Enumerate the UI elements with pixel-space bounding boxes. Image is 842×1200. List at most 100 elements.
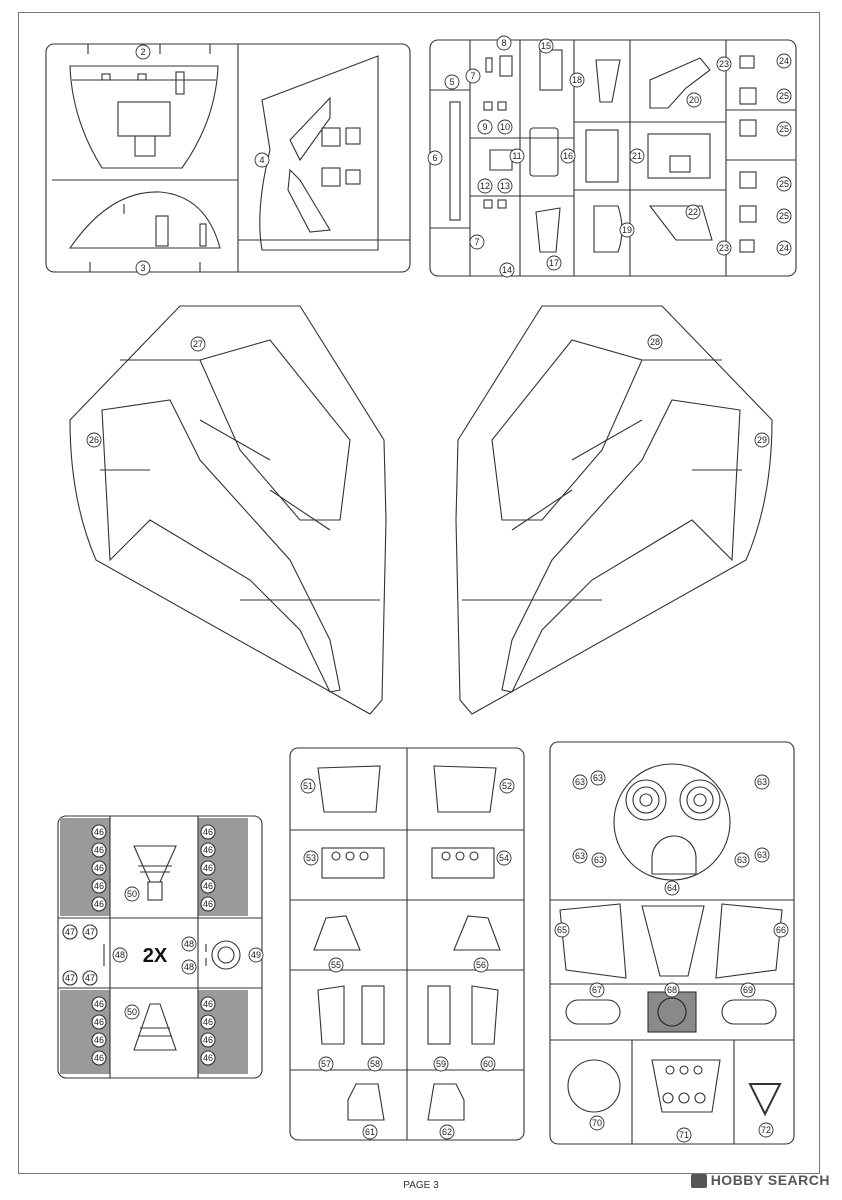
sprue-top-right [429,39,797,277]
part-label-46-r9: 46 [203,1053,213,1063]
callout-17 [546,255,562,271]
part-label-63d: 63 [575,851,585,861]
callout-46-l9: 46 [91,1050,107,1066]
sprue-bottom-right [549,741,795,1145]
part-label-23b: 23 [719,243,729,253]
sprue-bottom-middle [289,747,525,1141]
callout-67 [589,982,605,998]
part-label-24a: 24 [779,56,789,66]
callout-14 [499,262,515,278]
part-label-23a: 23 [719,59,729,69]
part-label-26: 26 [89,435,99,445]
callout-52 [499,778,515,794]
part-label-46-r1: 46 [203,827,213,837]
callout-57 [318,1056,334,1072]
callout-59 [433,1056,449,1072]
callout-48c [181,959,197,975]
callout-63e [591,852,607,868]
part-label-10: 10 [500,122,510,132]
part-label-63a: 63 [575,777,585,787]
part-label-17: 17 [549,258,559,268]
callout-46-r2: 46 [200,842,216,858]
callout-46-r8: 46 [200,1032,216,1048]
callout-16 [560,148,576,164]
part-label-47-2: 47 [85,927,95,937]
callout-20 [686,92,702,108]
callout-21 [629,148,645,164]
part-label-47-4: 47 [85,973,95,983]
callout-6 [427,150,443,166]
part-label-57: 57 [321,1059,331,1069]
callout-63f [734,852,750,868]
callout-9 [477,119,493,135]
callout-24a [776,53,792,69]
watermark-text: HOBBY SEARCH [710,1172,830,1188]
part-label-2: 2 [140,47,145,57]
part-label-46-l7: 46 [94,1017,104,1027]
part-label-69: 69 [743,985,753,995]
part-label-46-r4: 46 [203,881,213,891]
part-label-63g: 63 [757,850,767,860]
part-label-64: 64 [667,883,677,893]
part-label-46-l5: 46 [94,899,104,909]
callout-15 [538,38,554,54]
callout-50b [124,1004,140,1020]
part-label-49: 49 [251,950,261,960]
part-label-68: 68 [667,985,677,995]
quantity-label: 2X [143,945,168,967]
callout-46-l5: 46 [91,896,107,912]
callout-46-r7: 46 [200,1014,216,1030]
part-label-46-r2: 46 [203,845,213,855]
part-label-46-r8: 46 [203,1035,213,1045]
callout-19 [619,222,635,238]
callout-46-r6: 46 [200,996,216,1012]
callout-25a [776,88,792,104]
part-label-6: 6 [432,153,437,163]
callout-46-r5: 46 [200,896,216,912]
callout-23b [716,240,732,256]
sprue-right-wing [455,305,773,715]
callout-10 [497,119,513,135]
part-label-46-l6: 46 [94,999,104,1009]
part-label-7a: 7 [470,71,475,81]
part-label-50a: 50 [127,889,137,899]
callout-12 [477,178,493,194]
part-label-3: 3 [140,263,145,273]
part-label-46-l2: 46 [94,845,104,855]
part-label-46-l9: 46 [94,1053,104,1063]
callout-25d [776,208,792,224]
callout-5 [444,74,460,90]
part-label-48c: 48 [184,962,194,972]
part-label-46-r7: 46 [203,1017,213,1027]
part-label-62: 62 [442,1127,452,1137]
callout-7b [469,234,485,250]
part-label-20: 20 [689,95,699,105]
callout-50a [124,886,140,902]
callout-55 [328,957,344,973]
part-label-51: 51 [303,781,313,791]
part-label-63f: 63 [737,855,747,865]
callout-64 [664,880,680,896]
callout-7a [465,68,481,84]
part-label-11: 11 [512,151,521,161]
part-label-70: 70 [592,1118,602,1128]
callout-8 [496,35,512,51]
callout-62 [439,1124,455,1140]
callout-47-2: 47 [82,924,98,940]
part-label-21: 21 [632,151,642,161]
callout-25c [776,176,792,192]
part-label-52: 52 [502,781,512,791]
callout-47-1: 47 [62,924,78,940]
callout-65 [554,922,570,938]
part-label-5: 5 [449,77,454,87]
part-label-25c: 25 [779,179,789,189]
part-label-63b: 63 [593,773,603,783]
part-label-27: 27 [193,339,203,349]
part-label-22: 22 [688,207,698,217]
hobby-search-logo-icon [690,1174,707,1189]
watermark: HOBBY SEARCH [690,1172,830,1189]
callout-51 [300,778,316,794]
part-label-19: 19 [622,225,632,235]
part-label-63e: 63 [594,855,604,865]
part-label-46-r6: 46 [203,999,213,1009]
